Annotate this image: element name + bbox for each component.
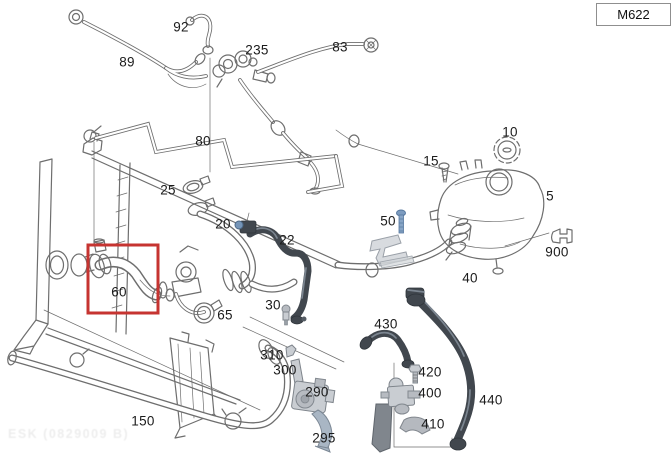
valve-400-group-drawing	[359, 329, 453, 453]
part-label-430: 430	[374, 316, 398, 332]
clip-900-drawing	[550, 228, 573, 244]
hose-92-drawing	[185, 13, 214, 55]
hose-150-drawing	[7, 339, 291, 430]
part-label-25: 25	[160, 182, 176, 198]
part-label-300: 300	[273, 362, 297, 378]
part-label-310: 310	[260, 347, 284, 363]
hose-89-drawing	[68, 9, 208, 88]
thermostat-housing-drawing	[158, 245, 206, 315]
screw-15-drawing	[438, 162, 450, 183]
part-label-440: 440	[479, 392, 503, 408]
part-label-290: 290	[305, 384, 329, 400]
tank-cap-drawing	[493, 136, 521, 164]
part-label-5: 5	[546, 188, 554, 204]
part-label-10: 10	[502, 124, 518, 140]
part-label-15: 15	[423, 153, 439, 169]
part-label-22: 22	[279, 232, 295, 248]
pump-290-group-drawing	[285, 344, 336, 453]
pipe-80-drawing	[83, 57, 459, 246]
part-label-400: 400	[418, 385, 442, 401]
hose-20-drawing	[196, 210, 298, 294]
sensor-30-drawing	[281, 304, 291, 326]
part-label-89: 89	[119, 54, 135, 70]
part-label-150: 150	[131, 413, 155, 429]
part-label-50: 50	[380, 213, 396, 229]
part-label-80: 80	[195, 133, 211, 149]
hose-22-drawing	[234, 212, 312, 325]
part-label-92: 92	[173, 19, 189, 35]
highlight-box-60	[86, 243, 160, 315]
engine-code-box: M622	[596, 3, 671, 26]
watermark-text: ESK (0829009 B)	[8, 427, 130, 441]
engine-code-label: M622	[617, 7, 650, 22]
part-label-20: 20	[215, 216, 231, 232]
part-label-420: 420	[418, 364, 442, 380]
part-label-60: 60	[111, 284, 127, 300]
part-label-235: 235	[245, 42, 269, 58]
hose-83-drawing	[256, 37, 379, 74]
bolt-50-drawing	[369, 209, 415, 269]
clamp-25-drawing	[182, 175, 216, 216]
valve-235-drawing	[212, 50, 276, 88]
clamp-65-drawing	[193, 299, 223, 324]
part-label-900: 900	[545, 244, 569, 260]
expansion-tank-drawing	[429, 159, 550, 275]
hose-60-drawing	[88, 238, 171, 304]
part-label-295: 295	[312, 430, 336, 446]
part-label-30: 30	[265, 297, 281, 313]
part-label-83: 83	[332, 39, 348, 55]
part-label-40: 40	[462, 270, 478, 286]
hose-440-drawing	[405, 287, 476, 451]
part-label-410: 410	[421, 416, 445, 432]
part-label-65: 65	[217, 307, 233, 323]
